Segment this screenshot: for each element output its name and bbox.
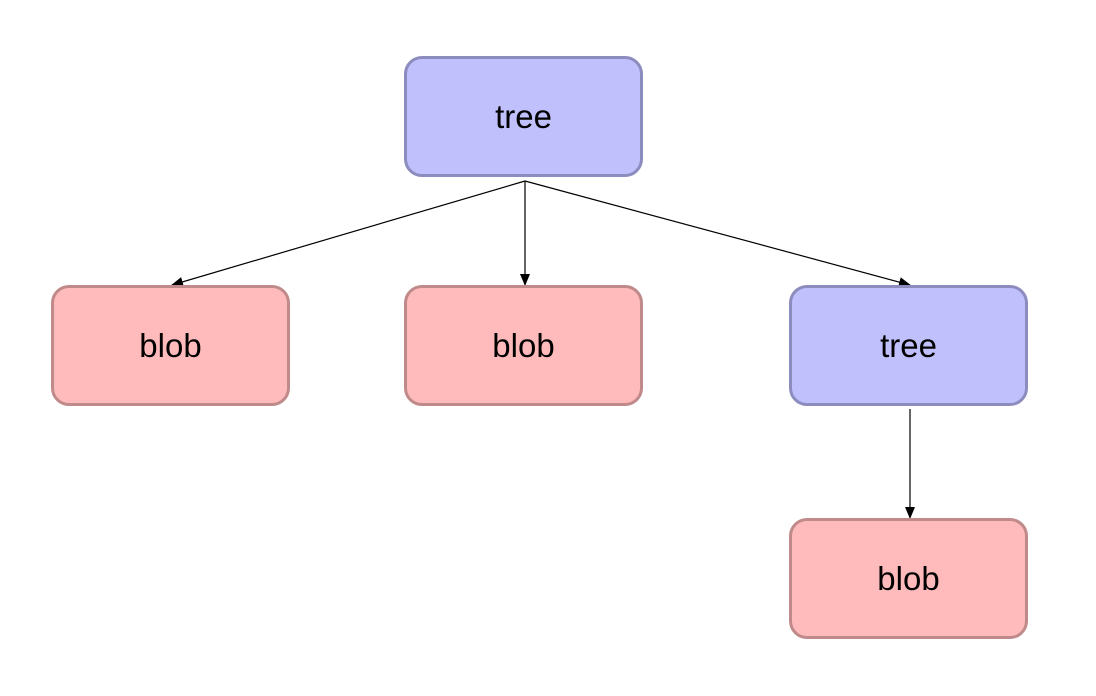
node-label: blob [139,326,202,364]
node-tree-child: tree [789,285,1028,406]
node-blob-2: blob [404,285,643,406]
edge-root-to-tree2 [524,180,911,287]
node-label: blob [877,559,940,597]
node-blob-1: blob [51,285,290,406]
node-label: tree [880,326,937,364]
node-label: tree [495,97,552,135]
node-blob-3: blob [789,518,1028,639]
node-tree-root: tree [404,56,643,177]
edge-root-to-blob1 [171,180,526,287]
node-label: blob [492,326,555,364]
